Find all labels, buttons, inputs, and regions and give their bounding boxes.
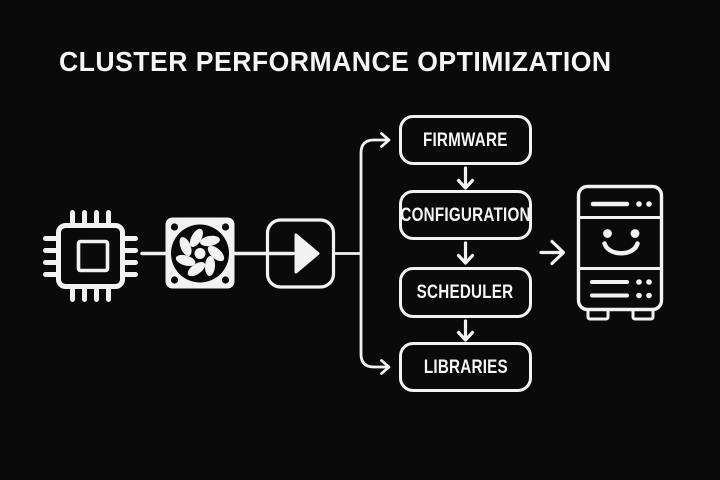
down-arrow-icon: [456, 319, 475, 342]
fan-blades: [175, 228, 225, 277]
stage-label: CONFIGURATION: [400, 203, 531, 226]
down-arrow-icon: [456, 166, 475, 190]
arrow-head-libraries: [380, 359, 391, 375]
stage-label: SCHEDULER: [417, 281, 514, 303]
page-title: CLUSTER PERFORMANCE OPTIMIZATION: [59, 46, 612, 77]
down-arrow-icon: [456, 241, 475, 265]
stage-box-firmware: FIRMWARE: [399, 115, 532, 165]
play-triangle: [294, 233, 320, 274]
stage-box-configuration: CONFIGURATION: [399, 190, 532, 240]
server-tower-icon: [576, 184, 664, 321]
cooling-fan-icon: [165, 217, 235, 289]
stage-box-scheduler: SCHEDULER: [399, 267, 532, 318]
branch-connector: [332, 132, 391, 375]
stage-label: LIBRARIES: [423, 355, 508, 378]
stage-label: FIRMWARE: [423, 128, 508, 151]
smiley-face-icon: [602, 229, 640, 256]
cpu-chip-icon: [43, 210, 138, 302]
right-arrow-icon: [539, 239, 566, 266]
stage-box-libraries: LIBRARIES: [399, 342, 532, 392]
arrow-head-firmware: [380, 132, 391, 148]
